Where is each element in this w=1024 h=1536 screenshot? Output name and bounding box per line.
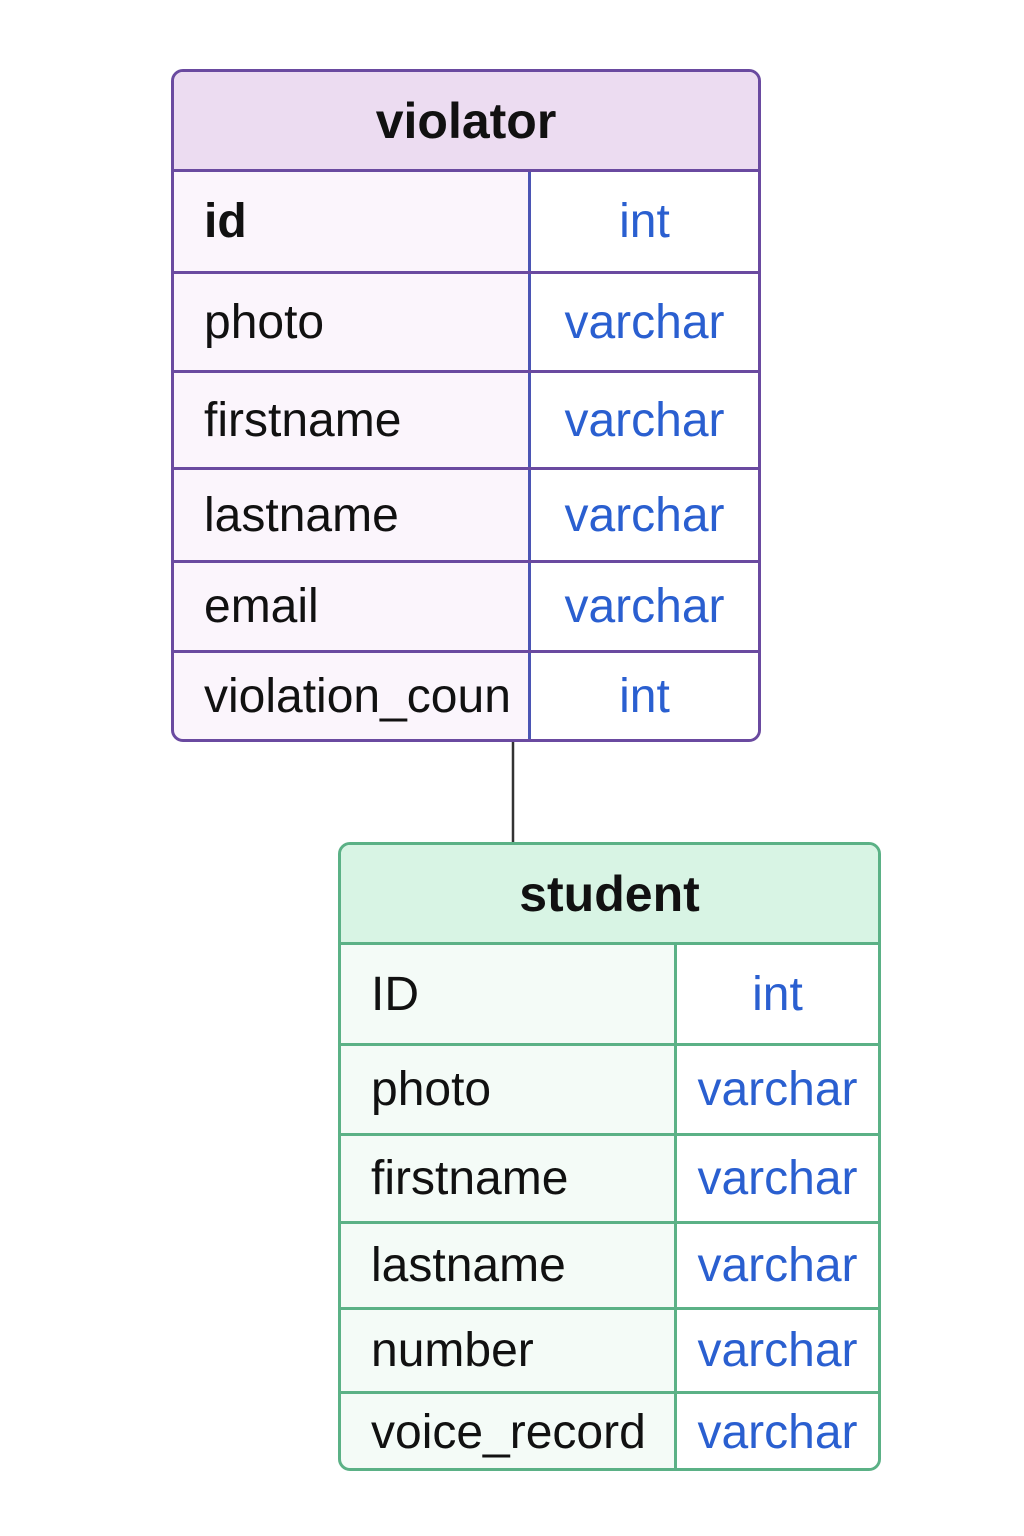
student-table[interactable]: student ID int photo varchar firstname v…: [338, 842, 881, 1471]
violator-field-row[interactable]: lastname varchar: [174, 467, 758, 560]
student-field-name: ID: [341, 945, 677, 1043]
violator-field-type: varchar: [531, 563, 758, 650]
student-field-name: lastname: [341, 1224, 677, 1307]
violator-field-type: varchar: [531, 373, 758, 467]
violator-field-name: firstname: [174, 373, 531, 467]
student-field-name: photo: [341, 1046, 677, 1133]
violator-field-name: violation_coun: [174, 653, 531, 739]
student-field-name: voice_record: [341, 1394, 677, 1468]
student-field-row[interactable]: photo varchar: [341, 1043, 878, 1133]
violator-field-name: email: [174, 563, 531, 650]
student-field-row[interactable]: number varchar: [341, 1307, 878, 1391]
student-field-type: varchar: [677, 1310, 878, 1391]
student-table-title: student: [341, 845, 878, 945]
violator-field-row[interactable]: id int: [174, 172, 758, 271]
student-field-name: firstname: [341, 1136, 677, 1221]
student-field-type: varchar: [677, 1136, 878, 1221]
violator-table-title: violator: [174, 72, 758, 172]
violator-field-name: lastname: [174, 470, 531, 560]
student-field-row[interactable]: ID int: [341, 945, 878, 1043]
student-field-row[interactable]: voice_record varchar: [341, 1391, 878, 1468]
violator-field-row[interactable]: email varchar: [174, 560, 758, 650]
violator-field-row[interactable]: firstname varchar: [174, 370, 758, 467]
violator-field-type: varchar: [531, 274, 758, 370]
student-field-type: varchar: [677, 1224, 878, 1307]
violator-table[interactable]: violator id int photo varchar firstname …: [171, 69, 761, 742]
student-field-row[interactable]: lastname varchar: [341, 1221, 878, 1307]
student-field-type: varchar: [677, 1046, 878, 1133]
student-field-row[interactable]: firstname varchar: [341, 1133, 878, 1221]
student-field-type: int: [677, 945, 878, 1043]
student-field-name: number: [341, 1310, 677, 1391]
violator-field-row[interactable]: photo varchar: [174, 271, 758, 370]
violator-field-type: varchar: [531, 470, 758, 560]
violator-field-name: id: [174, 172, 531, 271]
student-field-type: varchar: [677, 1394, 878, 1468]
violator-field-type: int: [531, 653, 758, 739]
violator-field-row[interactable]: violation_coun int: [174, 650, 758, 739]
violator-field-name: photo: [174, 274, 531, 370]
violator-field-type: int: [531, 172, 758, 271]
